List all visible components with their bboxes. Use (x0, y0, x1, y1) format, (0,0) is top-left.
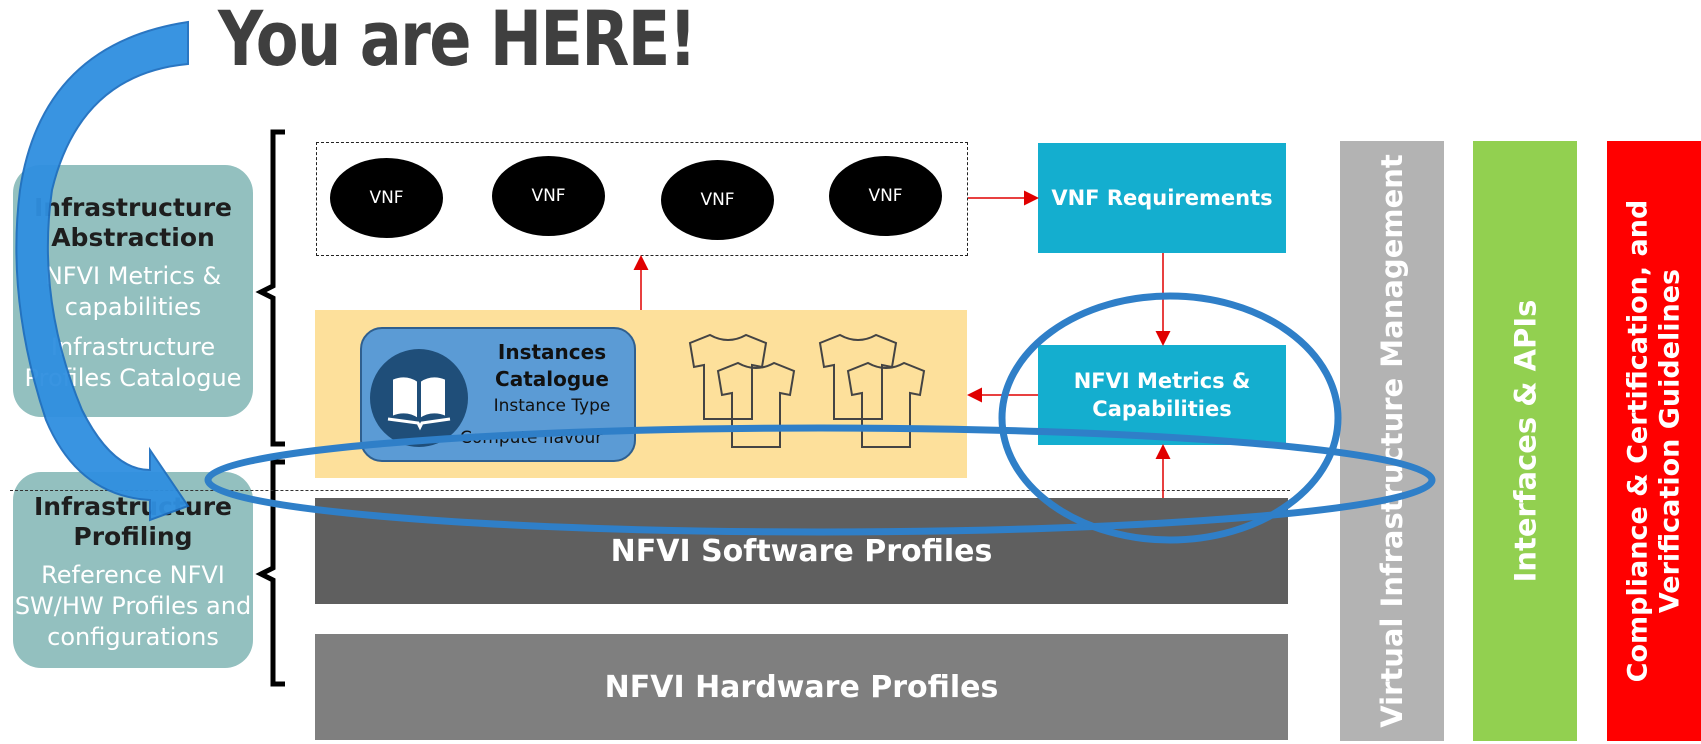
panel-line: capabilities (64, 293, 202, 321)
upper-bracket (255, 129, 285, 447)
nfvi-metrics-line: NFVI Metrics & (1073, 369, 1251, 393)
virtual-infrastructure-management-bar: Virtual Infrastructure Management (1340, 141, 1444, 741)
book-icon-circle (370, 349, 468, 447)
compliance-bar: Compliance & Certification, and Verifica… (1607, 141, 1701, 741)
book-icon (387, 375, 451, 431)
panel-line: configurations (47, 623, 219, 651)
highlight-ellipse-metrics (998, 292, 1342, 544)
panel-title: Abstraction (51, 223, 215, 252)
lower-bracket (255, 459, 285, 687)
layer-separator-line (10, 490, 1290, 491)
panel-line: Infrastructure (50, 333, 216, 361)
infrastructure-profiling-panel: Infrastructure Profiling Reference NFVI … (13, 472, 253, 668)
page-title: You are HERE! (218, 0, 697, 83)
curved-pointer-arrow (15, 20, 190, 522)
vnf-node: VNF (661, 160, 774, 240)
infrastructure-abstraction-panel: Infrastructure Abstraction NFVI Metrics … (13, 165, 253, 417)
panel-line: Reference NFVI (41, 561, 225, 589)
vnf-requirements-box: VNF Requirements (1038, 143, 1286, 253)
vnf-node: VNF (829, 156, 942, 236)
catalogue-title: Instances (497, 340, 607, 364)
instances-catalogue-card: Instances Catalogue Instance Type Comput… (360, 327, 636, 462)
panel-line: SW/HW Profiles and (14, 592, 252, 620)
nfvi-software-profiles-bar: NFVI Software Profiles (315, 498, 1288, 604)
catalogue-sub: Instance Type (493, 396, 611, 416)
bracket-lines (255, 129, 285, 687)
vnf-node: VNF (492, 156, 605, 236)
catalogue-title: Catalogue (495, 367, 609, 391)
nfvi-hardware-profiles-bar: NFVI Hardware Profiles (315, 634, 1288, 740)
nfvi-metrics-box: NFVI Metrics & Capabilities (1038, 345, 1286, 445)
panel-title: Infrastructure (34, 193, 232, 222)
vnf-node: VNF (330, 158, 443, 238)
highlight-ellipse-horizontal (204, 424, 1436, 536)
panel-title: Profiling (73, 522, 193, 551)
nfvi-metrics-line: Capabilities (1092, 397, 1232, 421)
panel-line: NFVI Metrics & (44, 262, 222, 290)
interfaces-apis-bar: Interfaces & APIs (1473, 141, 1577, 741)
